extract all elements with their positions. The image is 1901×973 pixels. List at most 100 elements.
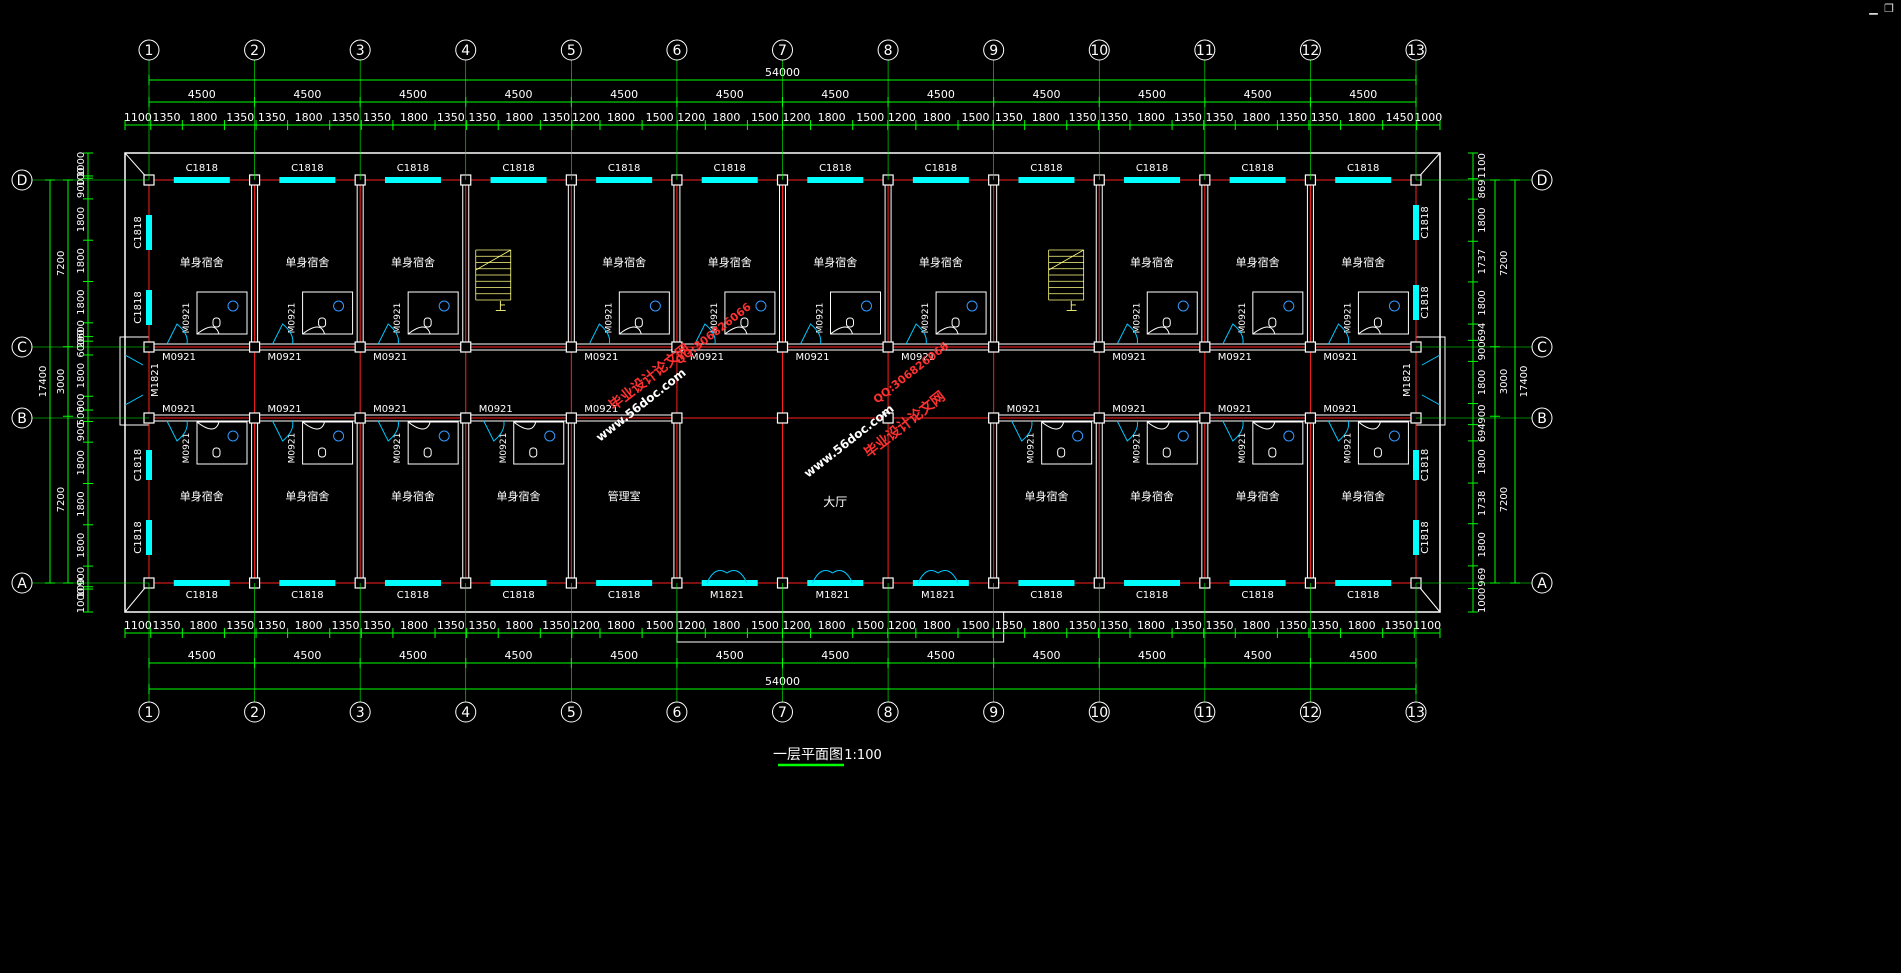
bathroom-wall	[513, 421, 565, 465]
room-label-dorm: 单身宿舍	[1236, 489, 1280, 503]
axis-bubble-label: 10	[1090, 43, 1108, 59]
dimension-detail: 1350	[1311, 111, 1339, 124]
window-side	[146, 290, 152, 325]
axis-bubble-icon	[11, 169, 33, 191]
room-label-dorm: 单身宿舍	[1130, 489, 1174, 503]
axis-bubble-label: 4	[461, 705, 470, 721]
dimension-detail: 1800	[1477, 207, 1488, 232]
structural-column	[460, 341, 472, 353]
window-bottom	[596, 580, 653, 586]
dimension-detail: 1100	[1413, 619, 1441, 632]
axis-bubble-label: 5	[567, 43, 576, 59]
door-swing	[1116, 323, 1139, 345]
dimension-detail: 1450	[1386, 111, 1414, 124]
window-label: C1818	[502, 590, 534, 601]
dimension-detail: 1350	[226, 111, 254, 124]
window-label: C1818	[925, 163, 957, 174]
axis-bubble-label: 4	[461, 43, 470, 59]
toilet-icon	[1373, 447, 1382, 458]
dimension-detail: 1800	[400, 619, 428, 632]
dimension-detail: 1800	[1477, 532, 1488, 557]
dimension-detail: 1800	[712, 619, 740, 632]
dimension-detail: 1350	[1205, 619, 1233, 632]
axis-bubble-label: 10	[1090, 705, 1108, 721]
dimension-detail: 500	[76, 406, 87, 425]
room-label-dorm: 单身宿舍	[1130, 255, 1174, 269]
window-side-label: C1818	[1420, 449, 1431, 481]
structural-column	[248, 412, 261, 424]
dimension-bay: 4500	[188, 649, 216, 662]
axis-bubble-icon	[772, 701, 793, 723]
dimension-detail: 1800	[295, 111, 323, 124]
window-top	[912, 177, 969, 183]
door-swing	[1222, 420, 1244, 442]
window-side	[146, 520, 152, 555]
dimension-detail: 1800	[76, 491, 87, 516]
window-top	[596, 177, 653, 183]
room-label-dorm: 单身宿舍	[1024, 489, 1068, 503]
bathroom-door-label: M0921	[288, 303, 298, 334]
dimension-detail: 1800	[818, 619, 846, 632]
dimension-detail: 1350	[153, 111, 181, 124]
dimension-detail: 1350	[1069, 111, 1097, 124]
axis-bubble-label: 2	[250, 705, 259, 721]
axis-bubble-label: 8	[884, 705, 893, 721]
sink-icon	[1177, 300, 1189, 312]
dimension-detail: 1800	[1032, 619, 1060, 632]
toilet-icon	[1268, 317, 1277, 328]
window-top	[1335, 177, 1392, 183]
minimize-icon[interactable]: ▁	[1869, 2, 1878, 15]
window-side	[1413, 450, 1419, 480]
dimension-detail: 1800	[76, 289, 87, 314]
dimension-bay: 4500	[927, 88, 955, 101]
window-side	[1413, 205, 1419, 240]
dimension-detail: 869	[1477, 179, 1488, 198]
dimension-detail: 1350	[995, 619, 1023, 632]
dimension-detail: 1000	[1414, 111, 1442, 124]
dimension-detail: 1800	[295, 619, 323, 632]
axis-bubble-label: 3	[356, 43, 365, 59]
window-label: C1818	[291, 163, 323, 174]
room-label-hall: 大厅	[823, 495, 847, 509]
dimension-zone: 7200	[56, 487, 67, 512]
window-label: C1818	[608, 590, 640, 601]
dimension-detail: 1800	[1477, 290, 1488, 315]
axis-bubble-label: 12	[1302, 705, 1320, 721]
axis-bubble-label: 2	[250, 43, 259, 59]
restore-icon[interactable]: ❐	[1884, 2, 1894, 15]
axis-bubble-label: 11	[1196, 43, 1214, 59]
axis-bubble-label: 8	[884, 43, 893, 59]
window-side-label: C1818	[133, 291, 144, 323]
dimension-detail: 1800	[1348, 111, 1376, 124]
dimension-detail: 1800	[400, 111, 428, 124]
structural-column	[882, 341, 894, 353]
bathroom-door-label: M0921	[921, 303, 931, 334]
dimension-bay: 4500	[293, 88, 321, 101]
structural-column	[882, 412, 894, 424]
bathroom-door-swing	[407, 421, 431, 430]
dimension-detail: 1800	[1477, 449, 1488, 474]
dimension-bay: 4500	[716, 88, 744, 101]
dimension-detail: 600	[76, 320, 87, 339]
bathroom-door-swing	[1146, 421, 1170, 430]
axis-bubble-icon	[1531, 407, 1553, 429]
dimension-detail: 1000	[76, 588, 87, 613]
axis-bubble-icon	[455, 701, 477, 723]
dimension-zone: 7200	[1499, 487, 1510, 512]
door-label: M0921	[901, 352, 935, 363]
toilet-icon	[318, 317, 327, 328]
room-label-dorm: 单身宿舍	[285, 255, 329, 269]
axis-bubble-icon	[666, 39, 688, 61]
axis-bubble-label: 13	[1407, 705, 1425, 721]
structural-column	[1093, 341, 1105, 353]
door-label: M0921	[268, 352, 302, 363]
main-door-label: M1821	[921, 590, 955, 601]
axis-bubble-icon	[1088, 39, 1110, 61]
toilet-icon	[212, 447, 221, 458]
door-label: M0921	[690, 352, 724, 363]
sink-icon	[1283, 430, 1295, 442]
axis-bubble-icon	[1299, 701, 1321, 723]
dimension-detail: 1500	[751, 619, 779, 632]
stair-up-label: 上	[1066, 300, 1077, 313]
